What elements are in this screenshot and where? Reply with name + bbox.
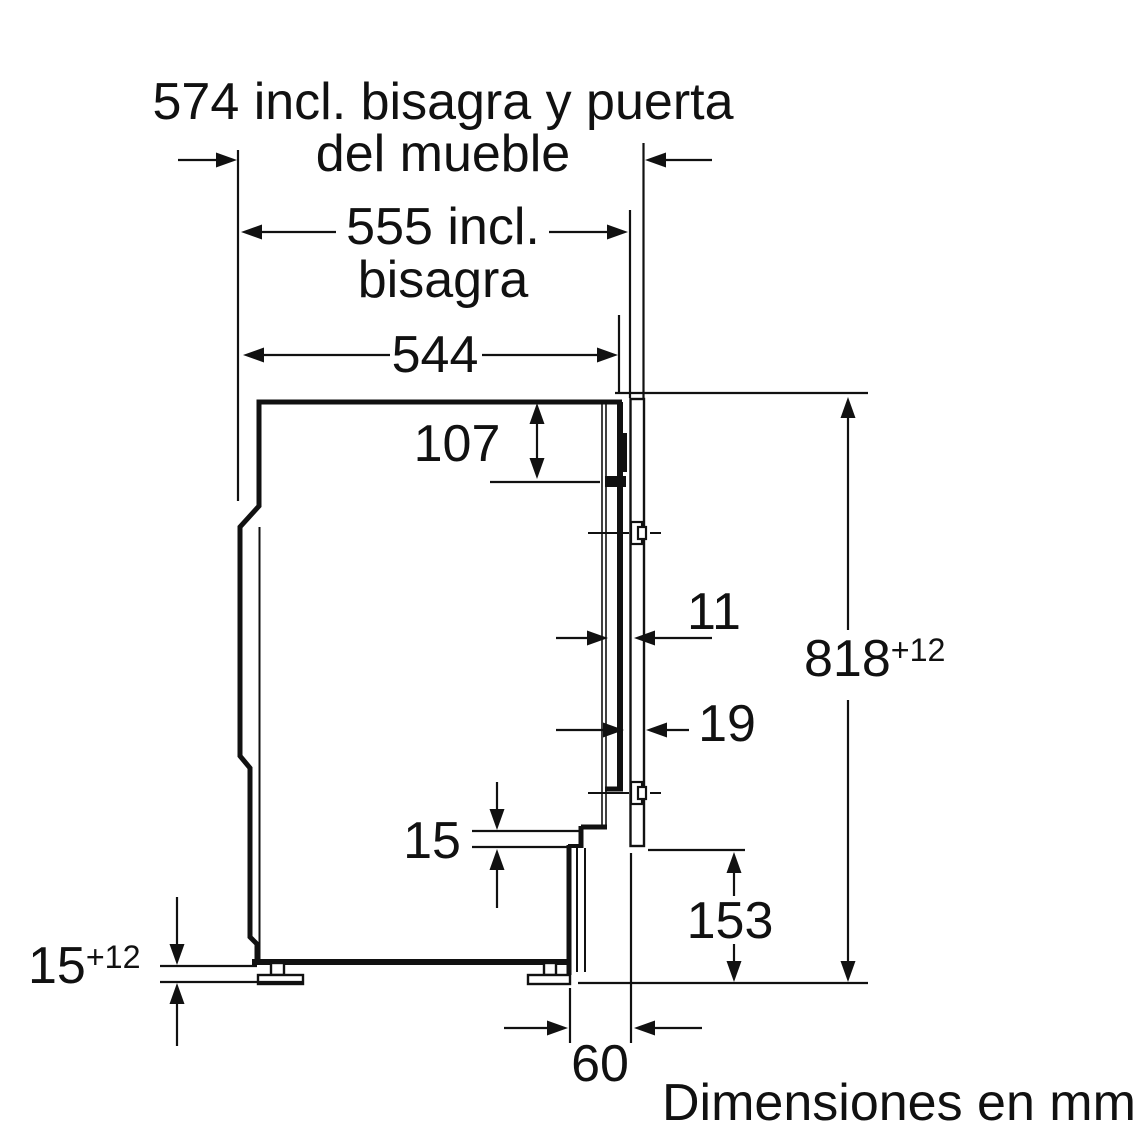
arrow-15t-up bbox=[169, 983, 185, 1004]
label-818-tolerance: +12 bbox=[890, 631, 946, 668]
arrow-153-up bbox=[726, 852, 742, 873]
hinge-top-pivot bbox=[636, 525, 648, 541]
label-15-feet-tolerance: +12 bbox=[85, 938, 141, 975]
right-foot-stem bbox=[542, 961, 558, 977]
label-574-depth: 574 incl. bisagra y puerta del mueble bbox=[143, 76, 743, 180]
arrow-544-right bbox=[597, 347, 618, 363]
arrow-818-up bbox=[840, 397, 856, 418]
label-555-line2: bisagra bbox=[357, 251, 529, 309]
label-107-top-offset: 107 bbox=[413, 415, 501, 473]
left-foot-plate bbox=[256, 973, 305, 986]
dimension-shafts bbox=[175, 158, 850, 1046]
units-note: Dimensiones en mm bbox=[662, 1074, 1136, 1132]
hinge-bottom-pivot bbox=[636, 785, 648, 801]
door-top-frame-block bbox=[605, 476, 626, 487]
appliance-outline bbox=[237, 399, 627, 986]
label-15-plinth-step: 15 bbox=[403, 812, 461, 870]
extension-lines bbox=[160, 143, 868, 1043]
label-15-feet-value: 15 bbox=[28, 937, 86, 995]
label-544-body-depth: 544 bbox=[391, 326, 479, 384]
arrow-60-right bbox=[634, 1020, 655, 1036]
furniture-door bbox=[588, 397, 661, 848]
label-19-door-thickness: 19 bbox=[698, 695, 756, 753]
arrow-60-left bbox=[547, 1020, 568, 1036]
arrow-153-down bbox=[726, 961, 742, 982]
hinge-top bbox=[588, 520, 661, 546]
label-11-gap: 11 bbox=[687, 583, 741, 641]
arrow-555-left bbox=[241, 224, 262, 240]
furniture-door-panel bbox=[629, 397, 646, 848]
label-15-feet-adjust: 15+12 bbox=[28, 940, 141, 992]
label-818-niche-height: 818+12 bbox=[802, 630, 948, 688]
label-555-depth: 555 incl. bisagra bbox=[293, 201, 593, 307]
arrow-15t-down bbox=[169, 944, 185, 965]
door-latch-block bbox=[617, 433, 627, 472]
label-153-plinth-height: 153 bbox=[686, 892, 774, 950]
right-foot-plate bbox=[526, 973, 572, 986]
label-555-line1: 555 incl. bbox=[346, 198, 540, 256]
hinge-bottom bbox=[588, 780, 661, 806]
arrow-544-left bbox=[243, 347, 264, 363]
left-foot-stem bbox=[269, 961, 286, 977]
label-574-line2: del mueble bbox=[315, 125, 571, 183]
label-60-plinth-recess: 60 bbox=[571, 1035, 629, 1093]
label-818-value: 818 bbox=[804, 630, 891, 688]
label-574-line1: 574 incl. bisagra y puerta bbox=[152, 73, 734, 131]
arrow-818-down bbox=[840, 961, 856, 982]
body-top-and-left-outline bbox=[237, 399, 608, 960]
arrow-555-right bbox=[607, 224, 628, 240]
